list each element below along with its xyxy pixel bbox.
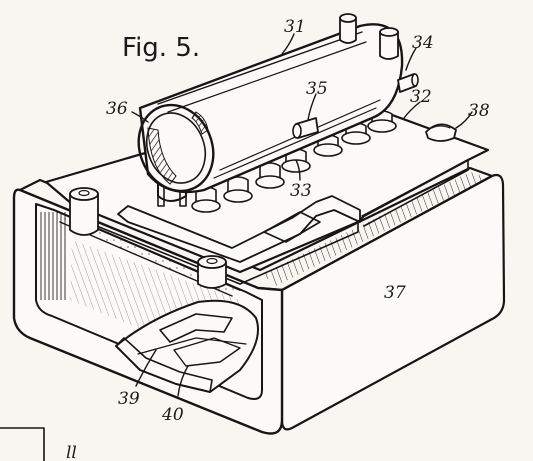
label-33: 33	[290, 181, 312, 201]
label-35: 35	[306, 79, 328, 99]
page-fragment: ll	[0, 427, 77, 461]
label-39: 39	[118, 389, 140, 409]
label-31: 31	[284, 17, 306, 37]
label-37: 37	[384, 283, 406, 303]
bottom-section-39-40	[115, 299, 259, 393]
cylinder-31	[137, 13, 419, 194]
fragment-text: ll	[66, 443, 77, 461]
label-32: 32	[410, 87, 432, 107]
figure-title: Fig. 5.	[122, 33, 200, 63]
leader-lines	[131, 33, 473, 397]
bolts	[69, 123, 457, 289]
standoff-posts-33	[191, 110, 397, 213]
label-36: 36	[106, 99, 128, 119]
label-34: 34	[412, 33, 434, 53]
label-40: 40	[161, 405, 184, 425]
label-38: 38	[468, 101, 490, 121]
labels: Fig. 5. 31 34 35 32 38 36 33 37 39 40	[106, 17, 490, 425]
channel-section	[117, 195, 361, 263]
